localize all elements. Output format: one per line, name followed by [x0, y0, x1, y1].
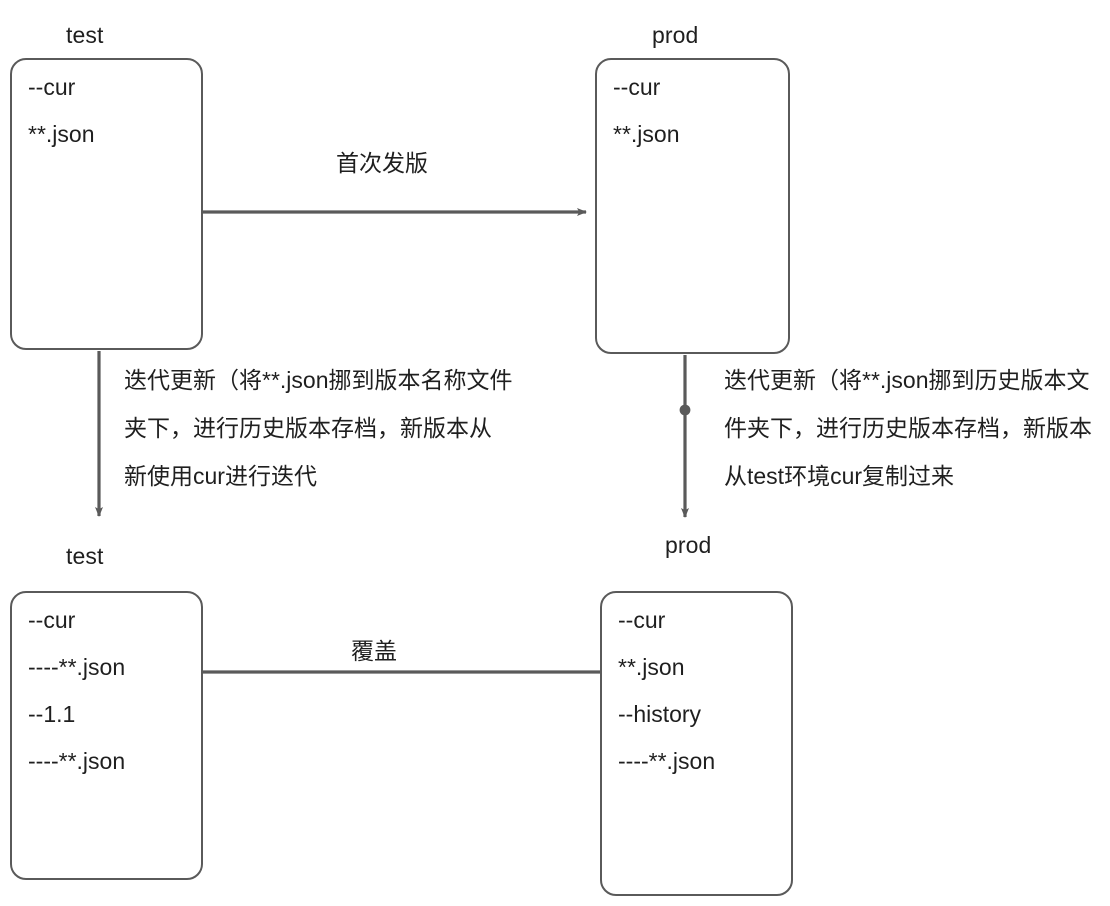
node-line: **.json [28, 121, 95, 147]
node-line: **.json [613, 121, 680, 147]
edge-waypoint-dot [679, 404, 691, 416]
node-line: ----**.json [28, 654, 126, 680]
node-label-prod-bottom: prod [665, 532, 712, 558]
node-line: **.json [618, 654, 685, 680]
node-line: --cur [618, 607, 666, 633]
node-line: --cur [28, 74, 76, 100]
node-line: --1.1 [28, 701, 76, 727]
annotation-prod-iteration: 迭代更新（将**.json挪到历史版本文件夹下，进行历史版本存档，新版本从tes… [724, 367, 1092, 489]
node-line: ----**.json [28, 748, 126, 774]
edge-label-first-release: 首次发版 [333, 152, 431, 175]
node-line: ----**.json [618, 748, 716, 774]
node-test-bottom-lines: --cur ----**.json --1.1 ----**.json [28, 609, 193, 797]
node-prod-bottom-lines: --cur **.json --history ----**.json [618, 609, 783, 797]
node-test-top[interactable]: --cur **.json [10, 58, 203, 350]
node-line: --cur [613, 74, 661, 100]
edge-prod-iteration [679, 355, 691, 518]
annotation-test-iteration: 迭代更新（将**.json挪到版本名称文件夹下，进行历史版本存档，新版本从新使用… [124, 367, 513, 489]
node-label-test-top: test [66, 22, 104, 48]
node-test-bottom[interactable]: --cur ----**.json --1.1 ----**.json [10, 591, 203, 880]
node-line: --cur [28, 607, 76, 633]
node-label-prod-top: prod [652, 22, 699, 48]
edge-label-overwrite: 覆盖 [348, 640, 400, 663]
node-prod-top-lines: --cur **.json [613, 76, 780, 170]
node-label-test-bottom: test [66, 543, 104, 569]
node-line: --history [618, 701, 702, 727]
node-prod-bottom[interactable]: --cur **.json --history ----**.json [600, 591, 793, 896]
node-test-top-lines: --cur **.json [28, 76, 193, 170]
node-prod-top[interactable]: --cur **.json [595, 58, 790, 354]
